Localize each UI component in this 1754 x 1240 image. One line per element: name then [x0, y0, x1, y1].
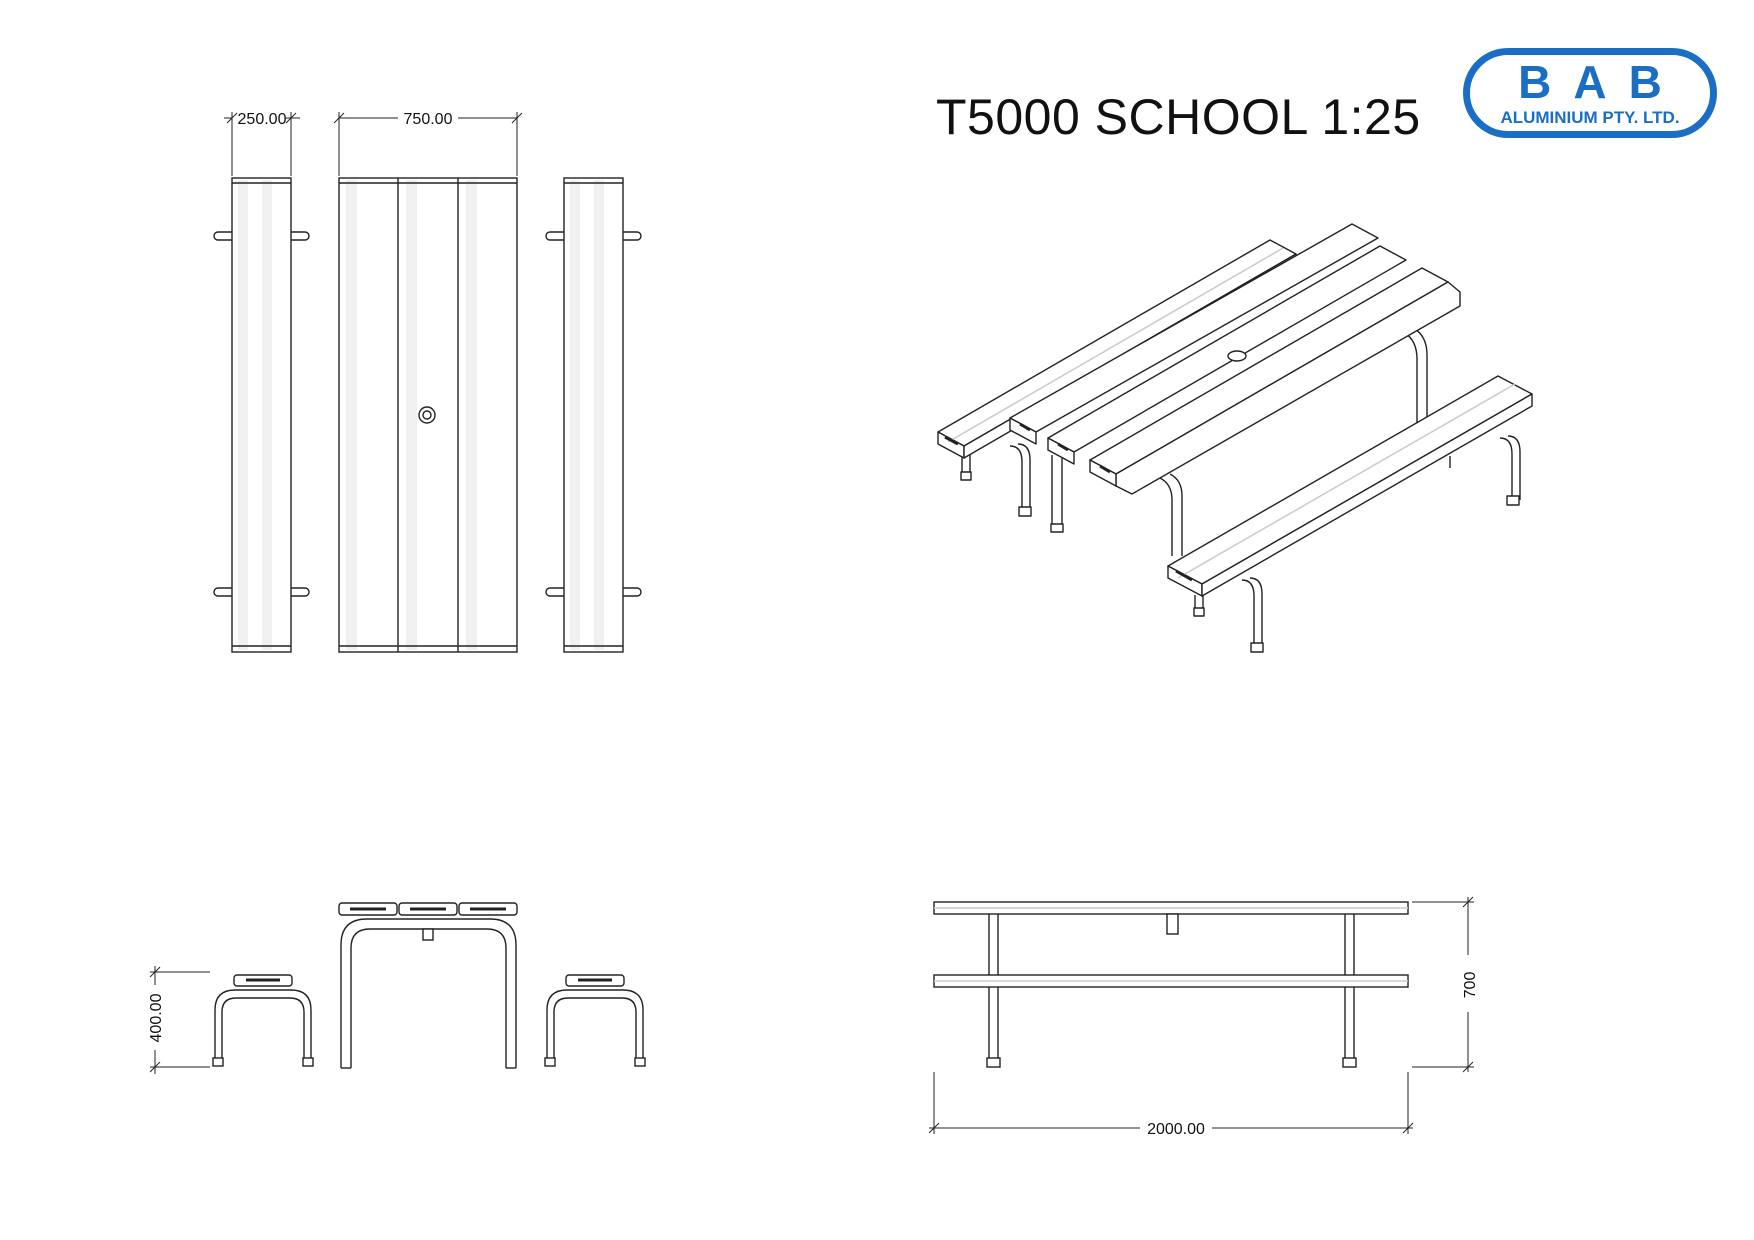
- table-width-dimension: [333, 112, 523, 176]
- drawing-title: T5000 SCHOOL 1:25: [936, 89, 1421, 145]
- seat-height-label: 400.00: [148, 993, 165, 1042]
- table-top: [338, 177, 518, 653]
- side-legs: [986, 913, 1357, 1068]
- height-label: 700: [1462, 972, 1479, 999]
- bench-width-dimension: [224, 112, 300, 176]
- left-bench-top: [213, 177, 310, 653]
- logo-subtitle: ALUMINIUM PTY. LTD.: [1500, 108, 1680, 127]
- iso-back-bench-legs: [960, 443, 1032, 517]
- logo-mark: BAB: [1518, 56, 1684, 108]
- bench-width-label: 250.00: [238, 111, 287, 128]
- height-dimension: [1412, 896, 1474, 1073]
- left-bench-end: [212, 974, 314, 1067]
- side-elevation: [928, 896, 1474, 1134]
- end-view: [149, 902, 646, 1074]
- right-bench-end: [544, 974, 646, 1067]
- iso-table-top: [1009, 223, 1461, 495]
- iso-front-bench: [1167, 375, 1533, 597]
- iso-front-bench-legs: [1193, 435, 1521, 653]
- seat-height-dimension: [149, 966, 210, 1074]
- side-table-top: [933, 901, 1409, 915]
- bab-logo: BAB ALUMINIUM PTY. LTD.: [1463, 48, 1717, 138]
- table-width-label: 750.00: [404, 111, 453, 128]
- length-label: 2000.00: [1147, 1121, 1205, 1138]
- isometric-view: [937, 223, 1533, 653]
- side-bench: [933, 974, 1409, 988]
- length-dimension: [928, 1072, 1414, 1134]
- table-end: [338, 902, 518, 1069]
- right-bench-top: [545, 177, 642, 653]
- top-view: [213, 112, 642, 653]
